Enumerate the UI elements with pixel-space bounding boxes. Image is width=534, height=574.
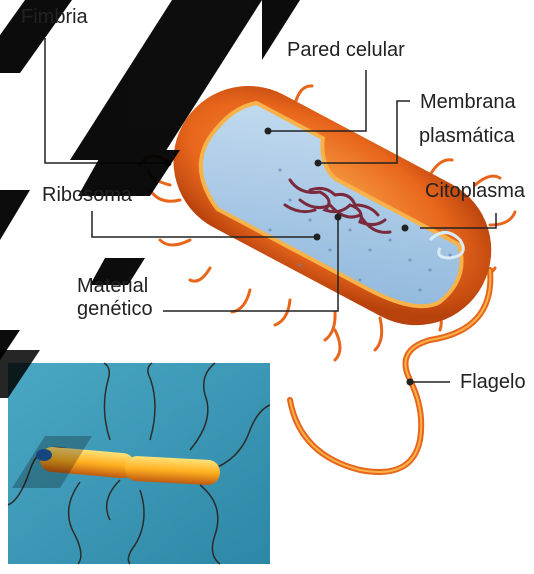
label-flagelo: Flagelo <box>460 370 526 394</box>
label-ribosoma: Ribosoma <box>42 183 132 207</box>
label-pared-celular: Pared celular <box>287 38 405 62</box>
label-fimbria: Fimbria <box>21 5 88 29</box>
label-membrana-line1: Membrana <box>420 90 516 114</box>
label-material-line1: Material <box>77 274 148 298</box>
label-membrana-line2: plasmática <box>419 124 515 148</box>
label-material-line2: genético <box>77 297 153 321</box>
label-citoplasma: Citoplasma <box>425 179 525 203</box>
